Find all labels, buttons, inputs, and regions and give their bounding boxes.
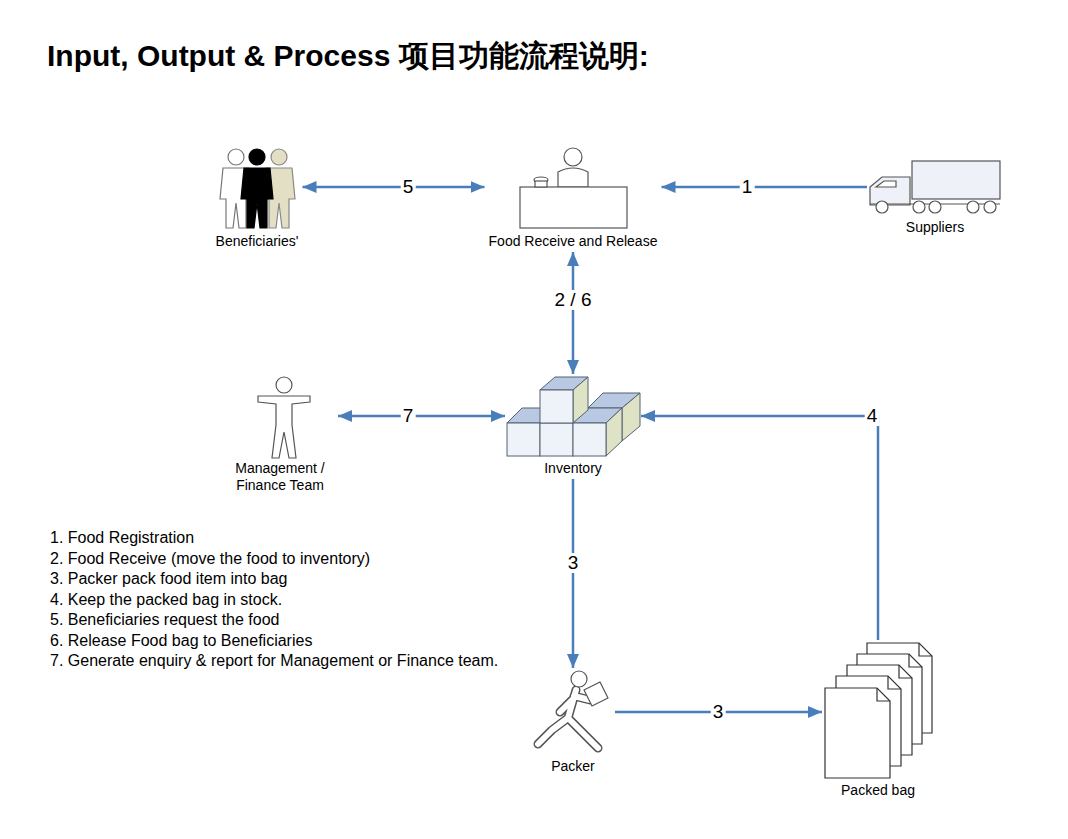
step-note: 3. Packer pack food item into bag (50, 569, 287, 588)
icon-node: Packer (531, 668, 615, 777)
truck-icon (870, 161, 1000, 213)
step-note: 7. Generate enquiry & report for Managem… (50, 651, 498, 670)
callout-number: 3 (566, 553, 581, 573)
node-label: Management / Finance Team (230, 460, 330, 494)
callout-number: 7 (401, 406, 416, 426)
icon-node: Suppliers (867, 157, 1003, 238)
packer-icon (538, 671, 608, 748)
flow-arrow (572, 252, 575, 374)
callout-number: 3 (711, 702, 726, 722)
callout-number: 5 (401, 177, 416, 197)
callout-number: 1 (740, 177, 755, 197)
callout-number: 2 / 6 (553, 290, 594, 310)
node-label: Suppliers (867, 219, 1003, 236)
person-icon (258, 377, 310, 458)
icon-node: Inventory (505, 374, 641, 479)
node-label: Packed bag (822, 782, 934, 799)
flow-arrow (641, 416, 878, 640)
step-note: 6. Release Food bag to Beneficiaries (50, 631, 312, 650)
icon-node: Packed bag (822, 640, 934, 801)
icon-node: Management / Finance Team (230, 374, 338, 496)
diagram-title: Input, Output & Process 项目功能流程说明: (47, 36, 649, 77)
node-label: Beneficiaries' (212, 233, 303, 250)
callout-number: 4 (865, 406, 880, 426)
people-icon (220, 149, 295, 228)
boxes-icon (507, 377, 640, 456)
flow-arrow (303, 186, 485, 189)
bags-icon (825, 643, 932, 778)
flow-arrow (662, 186, 868, 189)
desk-icon (520, 148, 627, 228)
node-label: Packer (531, 758, 615, 775)
flow-arrow (338, 415, 505, 418)
step-note: 2. Food Receive (move the food to invent… (50, 549, 370, 568)
step-note: 1. Food Registration (50, 528, 194, 547)
step-note: 4. Keep the packed bag in stock. (50, 590, 282, 609)
icon-node: Food Receive and Release (485, 145, 662, 252)
flow-arrow (572, 479, 575, 668)
node-label: Inventory (505, 460, 641, 477)
step-note: 5. Beneficiaries request the food (50, 610, 279, 629)
icon-node: Beneficiaries' (212, 145, 303, 252)
node-label: Food Receive and Release (485, 233, 662, 250)
